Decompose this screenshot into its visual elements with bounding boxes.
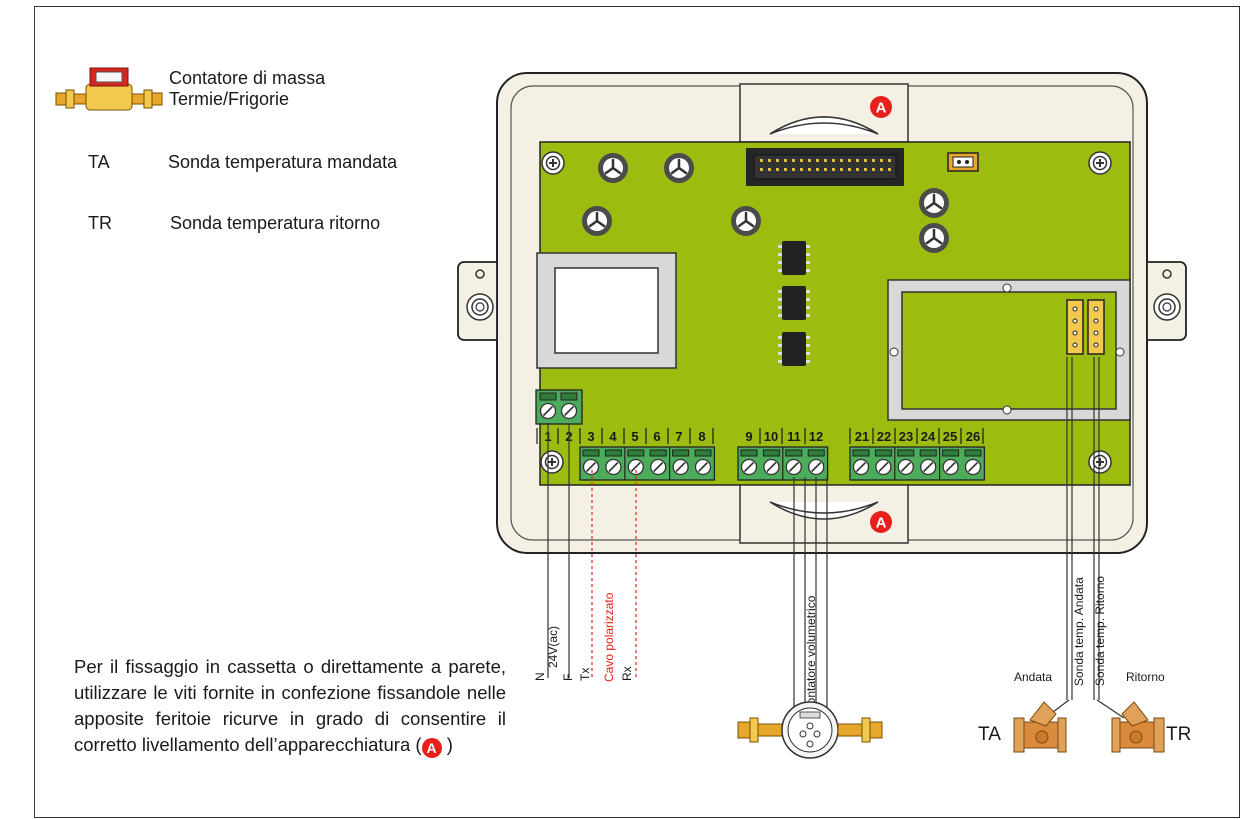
- instructions-text: Per il fissaggio in cassetta o direttame…: [74, 656, 506, 755]
- legend-tr-code: TR: [88, 213, 112, 233]
- mount-marker-badge: A: [421, 738, 442, 758]
- mounting-instructions: Per il fissaggio in cassetta o direttame…: [74, 654, 506, 758]
- figure-frame: [34, 6, 1240, 818]
- legend-tr-label: Sonda temperatura ritorno: [170, 213, 381, 233]
- instructions-close: ): [441, 734, 453, 755]
- mass-meter-icon: [55, 67, 163, 111]
- legend-ta-label: Sonda temperatura mandata: [168, 152, 398, 172]
- legend-ta-code: TA: [88, 152, 110, 172]
- meter-label-line1: Contatore di massa: [169, 68, 326, 88]
- meter-label-line2: Termie/Frigorie: [169, 89, 290, 109]
